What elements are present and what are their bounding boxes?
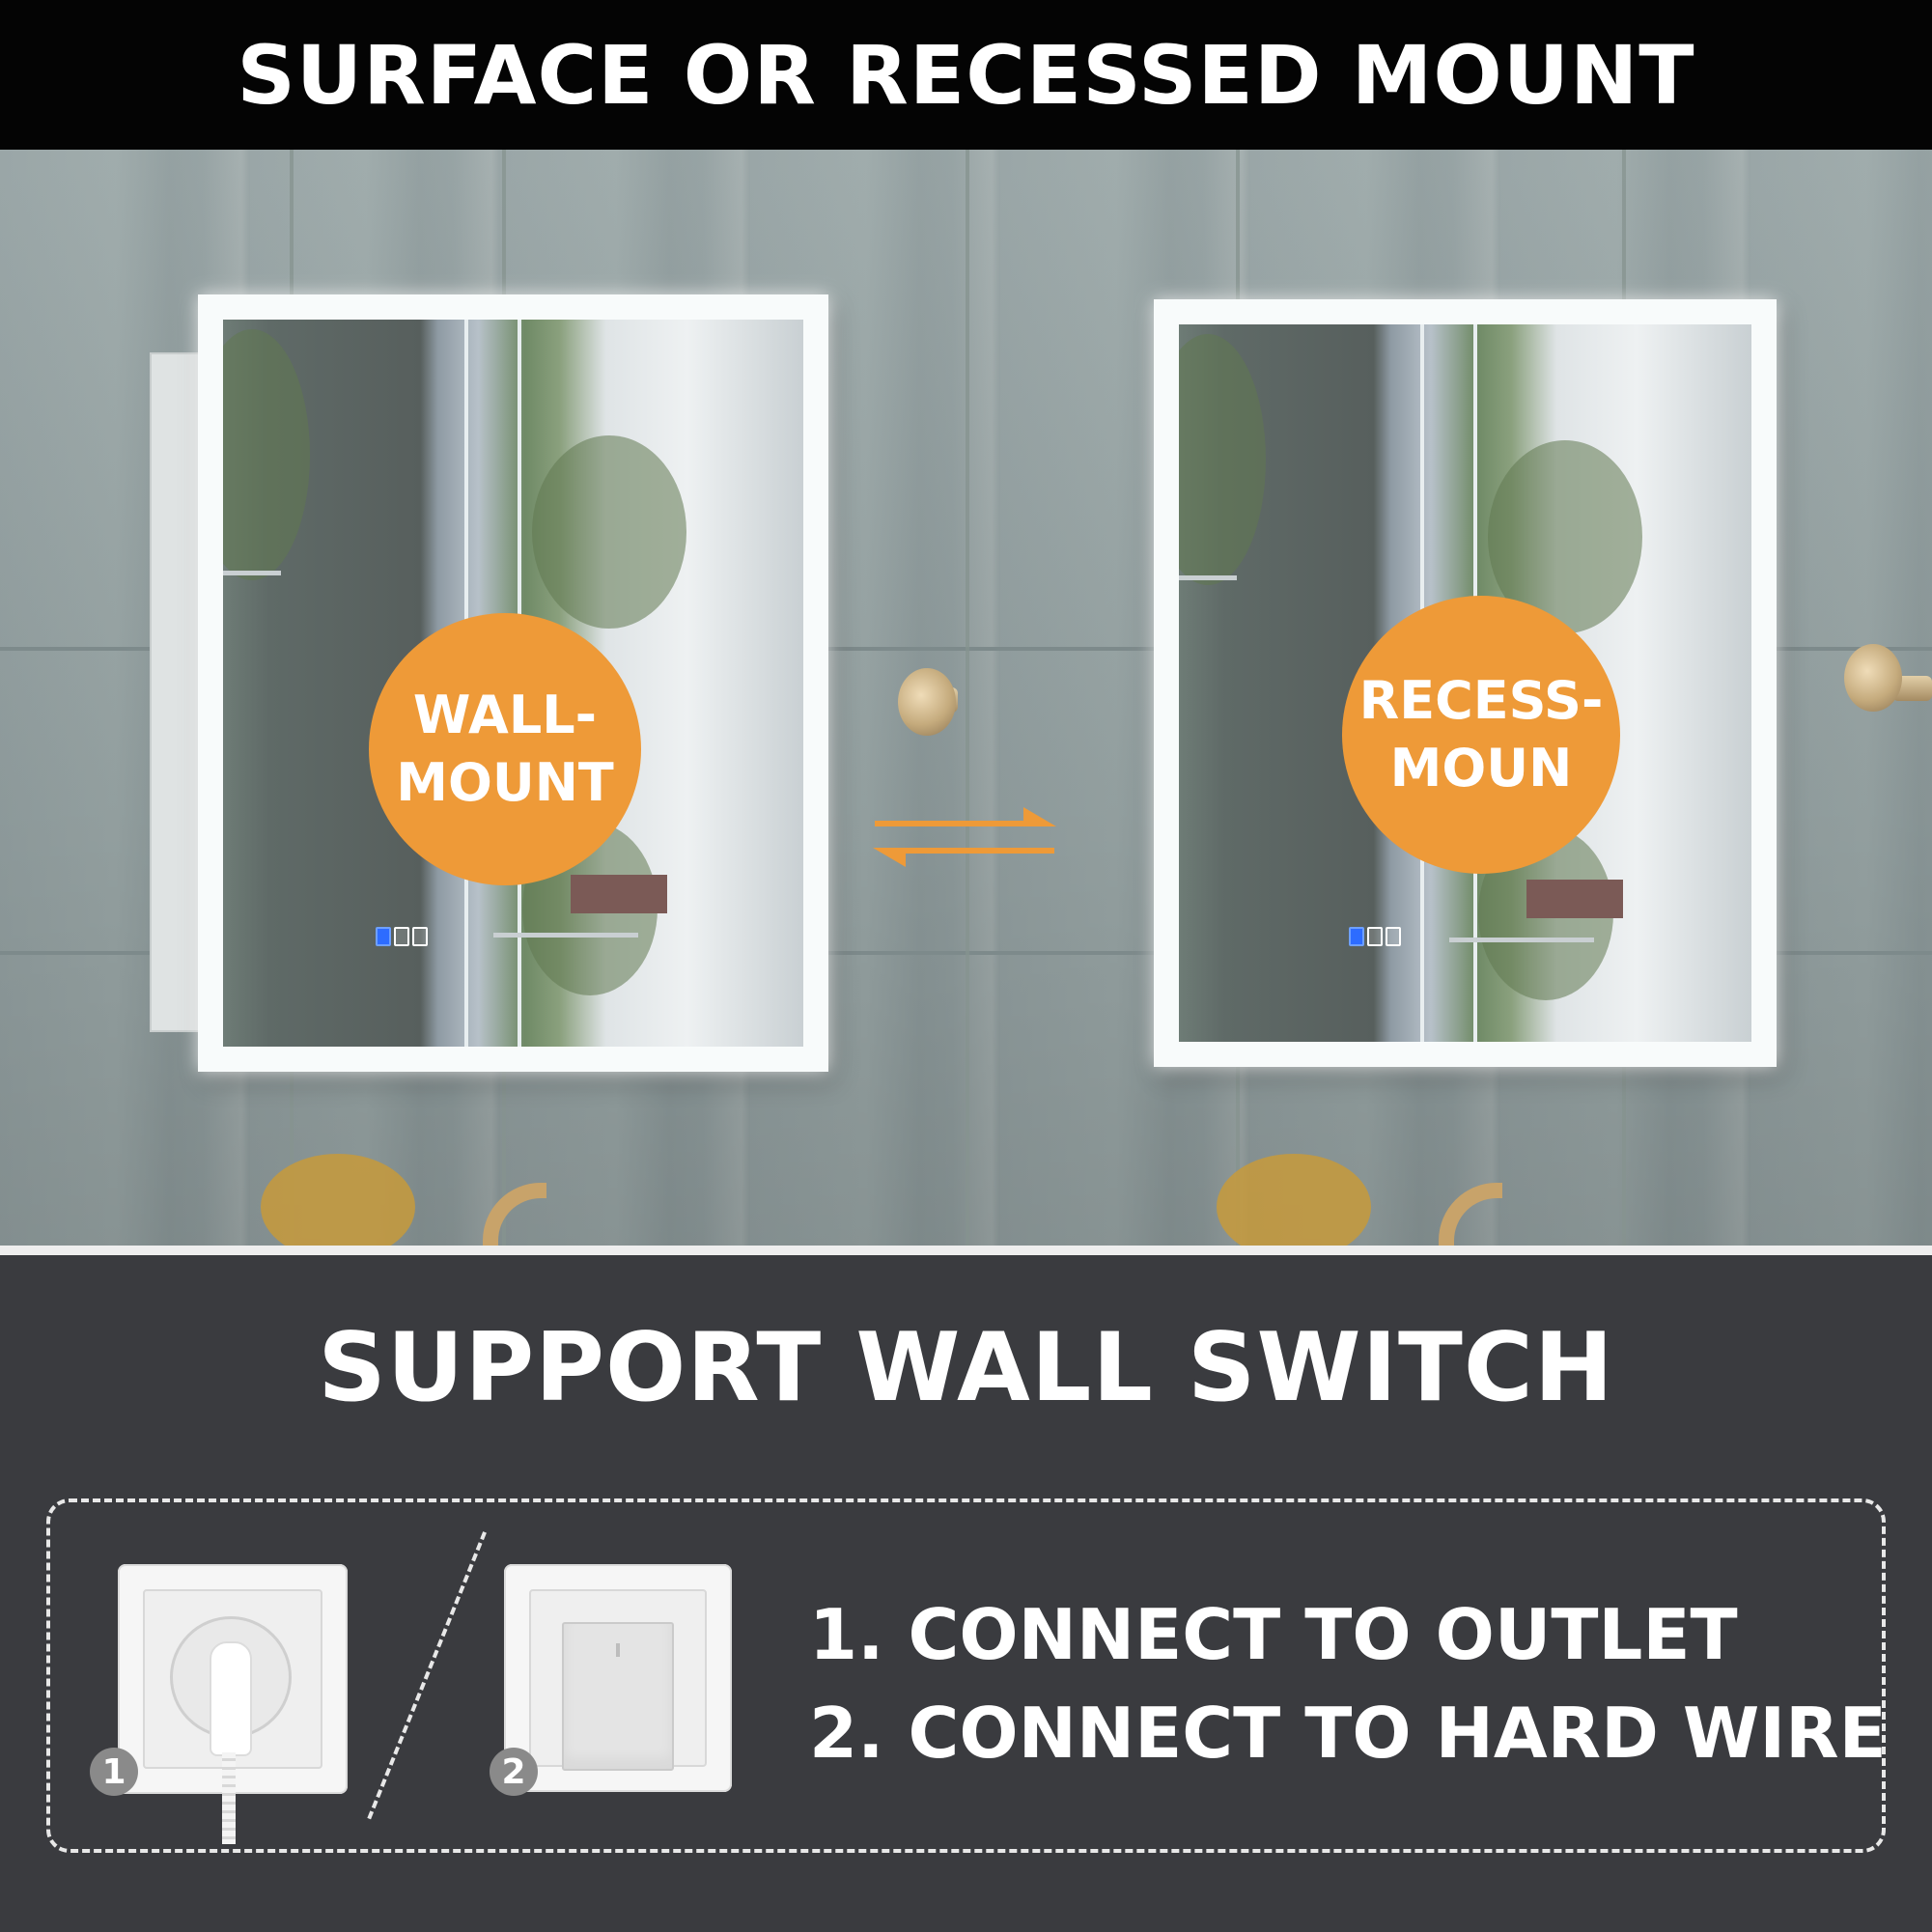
outlet-plate bbox=[118, 1564, 348, 1844]
power-touch-icon[interactable] bbox=[376, 927, 391, 946]
brass-wall-fitting bbox=[898, 668, 956, 736]
vanity-countertop bbox=[0, 1246, 1932, 1255]
badge-line: RECESS- bbox=[1358, 669, 1604, 731]
badge-line: MOUN bbox=[1389, 738, 1573, 798]
tile-grout-column bbox=[966, 150, 969, 1255]
plug-icon bbox=[210, 1641, 252, 1756]
dimmer-touch-icon[interactable] bbox=[394, 927, 409, 946]
option-number-badge: 2 bbox=[490, 1748, 538, 1796]
dried-flowers bbox=[261, 1154, 415, 1255]
faucet bbox=[1439, 1183, 1502, 1255]
faucet bbox=[483, 1183, 546, 1255]
wall-switch-section: SUPPORT WALL SWITCH 1 2 1. CONNECT TO OU… bbox=[0, 1255, 1932, 1932]
badge-line: WALL- bbox=[412, 684, 598, 745]
tree-reflection bbox=[223, 329, 310, 580]
section-title: SUPPORT WALL SWITCH bbox=[318, 1313, 1614, 1423]
tree-reflection bbox=[532, 435, 686, 629]
option-number-badge: 1 bbox=[90, 1748, 138, 1796]
wall-mount-badge: WALL- MOUNT bbox=[369, 613, 641, 885]
power-cable bbox=[222, 1752, 236, 1844]
roof-reflection bbox=[1526, 880, 1623, 918]
mirror-cabinet-surface bbox=[198, 294, 828, 1072]
touch-control-panel[interactable] bbox=[1349, 927, 1401, 946]
swap-arrows-icon bbox=[873, 807, 1056, 867]
switch-indicator bbox=[616, 1643, 620, 1657]
top-banner: SURFACE OR RECESSED MOUNT bbox=[0, 0, 1932, 150]
defog-touch-icon[interactable] bbox=[1386, 927, 1401, 946]
options-dashed-box bbox=[46, 1498, 1886, 1853]
badge-line: MOUNT bbox=[396, 752, 614, 813]
rail-reflection bbox=[1449, 938, 1594, 942]
recess-mount-badge: RECESS- MOUN bbox=[1342, 596, 1620, 874]
dried-flowers bbox=[1217, 1154, 1371, 1255]
tree-reflection bbox=[1179, 334, 1266, 585]
rail-reflection bbox=[493, 933, 638, 938]
rail-reflection bbox=[1179, 575, 1237, 580]
rail-reflection bbox=[223, 571, 281, 575]
bathroom-scene: WALL- MOUNT bbox=[0, 150, 1932, 1255]
banner-title: SURFACE OR RECESSED MOUNT bbox=[237, 27, 1695, 123]
power-touch-icon[interactable] bbox=[1349, 927, 1364, 946]
switch-plate bbox=[504, 1564, 732, 1792]
touch-control-panel[interactable] bbox=[376, 927, 428, 946]
rocker-switch-icon bbox=[562, 1622, 674, 1771]
cabinet-side-panel bbox=[150, 352, 204, 1032]
step-1-text: 1. CONNECT TO OUTLET bbox=[809, 1594, 1738, 1675]
step-2-text: 2. CONNECT TO HARD WIRE bbox=[809, 1693, 1887, 1774]
brass-wall-fitting bbox=[1844, 644, 1902, 712]
connection-steps: 1. CONNECT TO OUTLET 2. CONNECT TO HARD … bbox=[809, 1585, 1887, 1782]
roof-reflection bbox=[571, 875, 667, 913]
dimmer-touch-icon[interactable] bbox=[1367, 927, 1383, 946]
defog-touch-icon[interactable] bbox=[412, 927, 428, 946]
